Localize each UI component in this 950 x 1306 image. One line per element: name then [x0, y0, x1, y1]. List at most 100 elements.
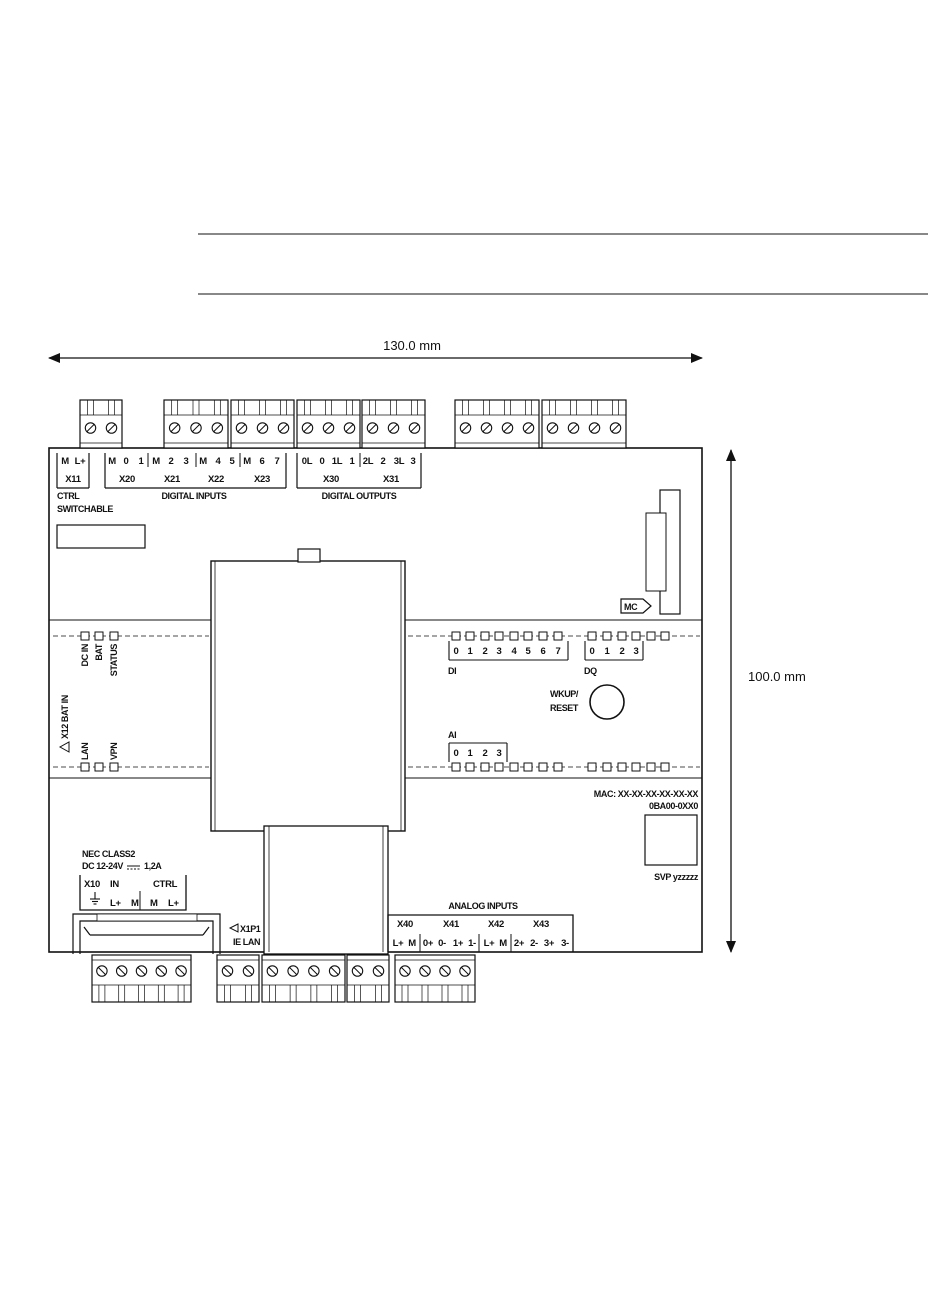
terminal-screw-slot — [86, 424, 95, 432]
di-led-number: 5 — [526, 646, 532, 657]
width-dimension-label: 130.0 mm — [383, 338, 441, 353]
dq-led-number: 0 — [590, 646, 595, 657]
x11-pin-label: L+ — [75, 456, 87, 467]
terminal-screw-slot — [268, 967, 277, 975]
terminal-screw-slot — [117, 967, 126, 975]
di-led-number: 3 — [497, 646, 502, 657]
x11-connector-id: X11 — [65, 474, 81, 485]
status-led — [109, 762, 119, 772]
bottom-terminal-block — [261, 954, 346, 1003]
terminal-screw-slot — [244, 967, 253, 975]
terminal-screw-slot — [289, 967, 297, 975]
di-pin-label: 3 — [184, 456, 189, 467]
status-led — [660, 631, 670, 641]
terminal-screw-slot — [389, 424, 398, 432]
terminal-screw-slot — [524, 424, 533, 432]
switchable-label: SWITCHABLE — [57, 504, 113, 514]
di-pin-label: M — [243, 456, 251, 467]
wkup-reset-button[interactable] — [589, 684, 625, 720]
do-pin-label: 2L — [363, 456, 374, 467]
analog-pin-label: 3- — [561, 938, 569, 949]
status-led — [480, 631, 490, 641]
analog-pin-bracket — [387, 914, 574, 952]
terminal-screw-slot — [503, 424, 512, 432]
terminal-screw-slot — [590, 424, 599, 432]
terminal-screw-slot — [303, 424, 312, 432]
battery-label: X12 BAT IN — [60, 695, 70, 739]
status-led — [587, 762, 597, 772]
bottom-terminal-block — [216, 954, 260, 1003]
reset-label-line1: WKUP/ — [550, 689, 579, 699]
status-led — [523, 762, 533, 772]
terminal-screw-slot — [213, 424, 222, 432]
left-led-label: BAT — [94, 643, 104, 661]
status-led — [538, 631, 548, 641]
status-led — [80, 762, 90, 772]
x11-pin-label: M — [61, 456, 69, 467]
do-connector-id: X30 — [323, 474, 339, 485]
status-led — [509, 631, 519, 641]
qr-code-plate — [644, 814, 698, 866]
status-led — [494, 762, 504, 772]
terminal-screw-slot — [223, 967, 232, 975]
di-pin-label: 6 — [260, 456, 265, 467]
terminal-screw-slot — [177, 967, 185, 975]
terminal-screw-slot — [548, 424, 557, 432]
dq-led-number: 1 — [605, 646, 611, 657]
di-pin-label: 5 — [230, 456, 236, 467]
power-current-label: 1,2A — [144, 861, 162, 871]
di-connector-id: X23 — [254, 474, 270, 485]
status-led — [617, 762, 627, 772]
left-led-label: STATUS — [109, 644, 119, 677]
terminal-screw-slot — [258, 424, 267, 432]
terminal-screw-slot — [237, 424, 246, 432]
terminal-screw-slot — [461, 967, 469, 975]
status-led — [480, 762, 490, 772]
di-pin-label: 7 — [275, 456, 280, 467]
ai-led-number: 3 — [497, 748, 502, 759]
analog-pin-label: 1- — [468, 938, 476, 949]
analog-pin-label: 2- — [530, 938, 538, 949]
status-led — [660, 762, 670, 772]
do-connector-id: X31 — [383, 474, 400, 485]
analog-pin-label: 2+ — [514, 938, 525, 949]
terminal-screw-slot — [441, 967, 449, 975]
mc-card-slot-inner — [645, 512, 667, 592]
do-pin-label: 2 — [381, 456, 386, 467]
terminal-screw-slot — [279, 424, 288, 432]
status-led — [602, 762, 612, 772]
status-led — [631, 762, 641, 772]
di-pin-label: 4 — [216, 456, 222, 467]
terminal-screw-slot — [569, 424, 578, 432]
ground-icon — [90, 892, 100, 905]
power-voltage-label: DC 12-24V — [82, 861, 123, 871]
cover-tab — [297, 548, 321, 563]
lan-port-label: IE LAN — [233, 937, 260, 947]
power-pin-label: M — [131, 898, 139, 909]
ctrl-label: CTRL — [57, 491, 80, 501]
terminal-screw-slot — [157, 967, 166, 975]
terminal-screw-slot — [401, 967, 409, 975]
status-led — [553, 762, 563, 772]
bottom-terminal-block — [394, 954, 476, 1003]
status-led — [109, 631, 119, 641]
status-led — [94, 762, 104, 772]
terminal-screw-slot — [192, 424, 200, 432]
digital-inputs-title: DIGITAL INPUTS — [161, 491, 226, 501]
bottom-terminal-block — [346, 954, 390, 1003]
status-led — [631, 631, 641, 641]
terminal-screw-slot — [170, 424, 179, 432]
power-in-label: IN — [110, 879, 119, 890]
analog-pin-label: 0+ — [423, 938, 434, 949]
di-led-number: 1 — [468, 646, 474, 657]
label-plate — [56, 524, 146, 549]
order-number: 0BA00-0XX0 — [649, 801, 698, 811]
central-cover — [210, 560, 406, 832]
ai-led-number: 2 — [483, 748, 488, 759]
do-pin-label: 3 — [411, 456, 416, 467]
top-terminal-block — [79, 399, 123, 449]
terminal-screw-slot — [345, 424, 354, 432]
do-pin-label: 1 — [350, 456, 356, 467]
di-pin-label: M — [108, 456, 116, 467]
